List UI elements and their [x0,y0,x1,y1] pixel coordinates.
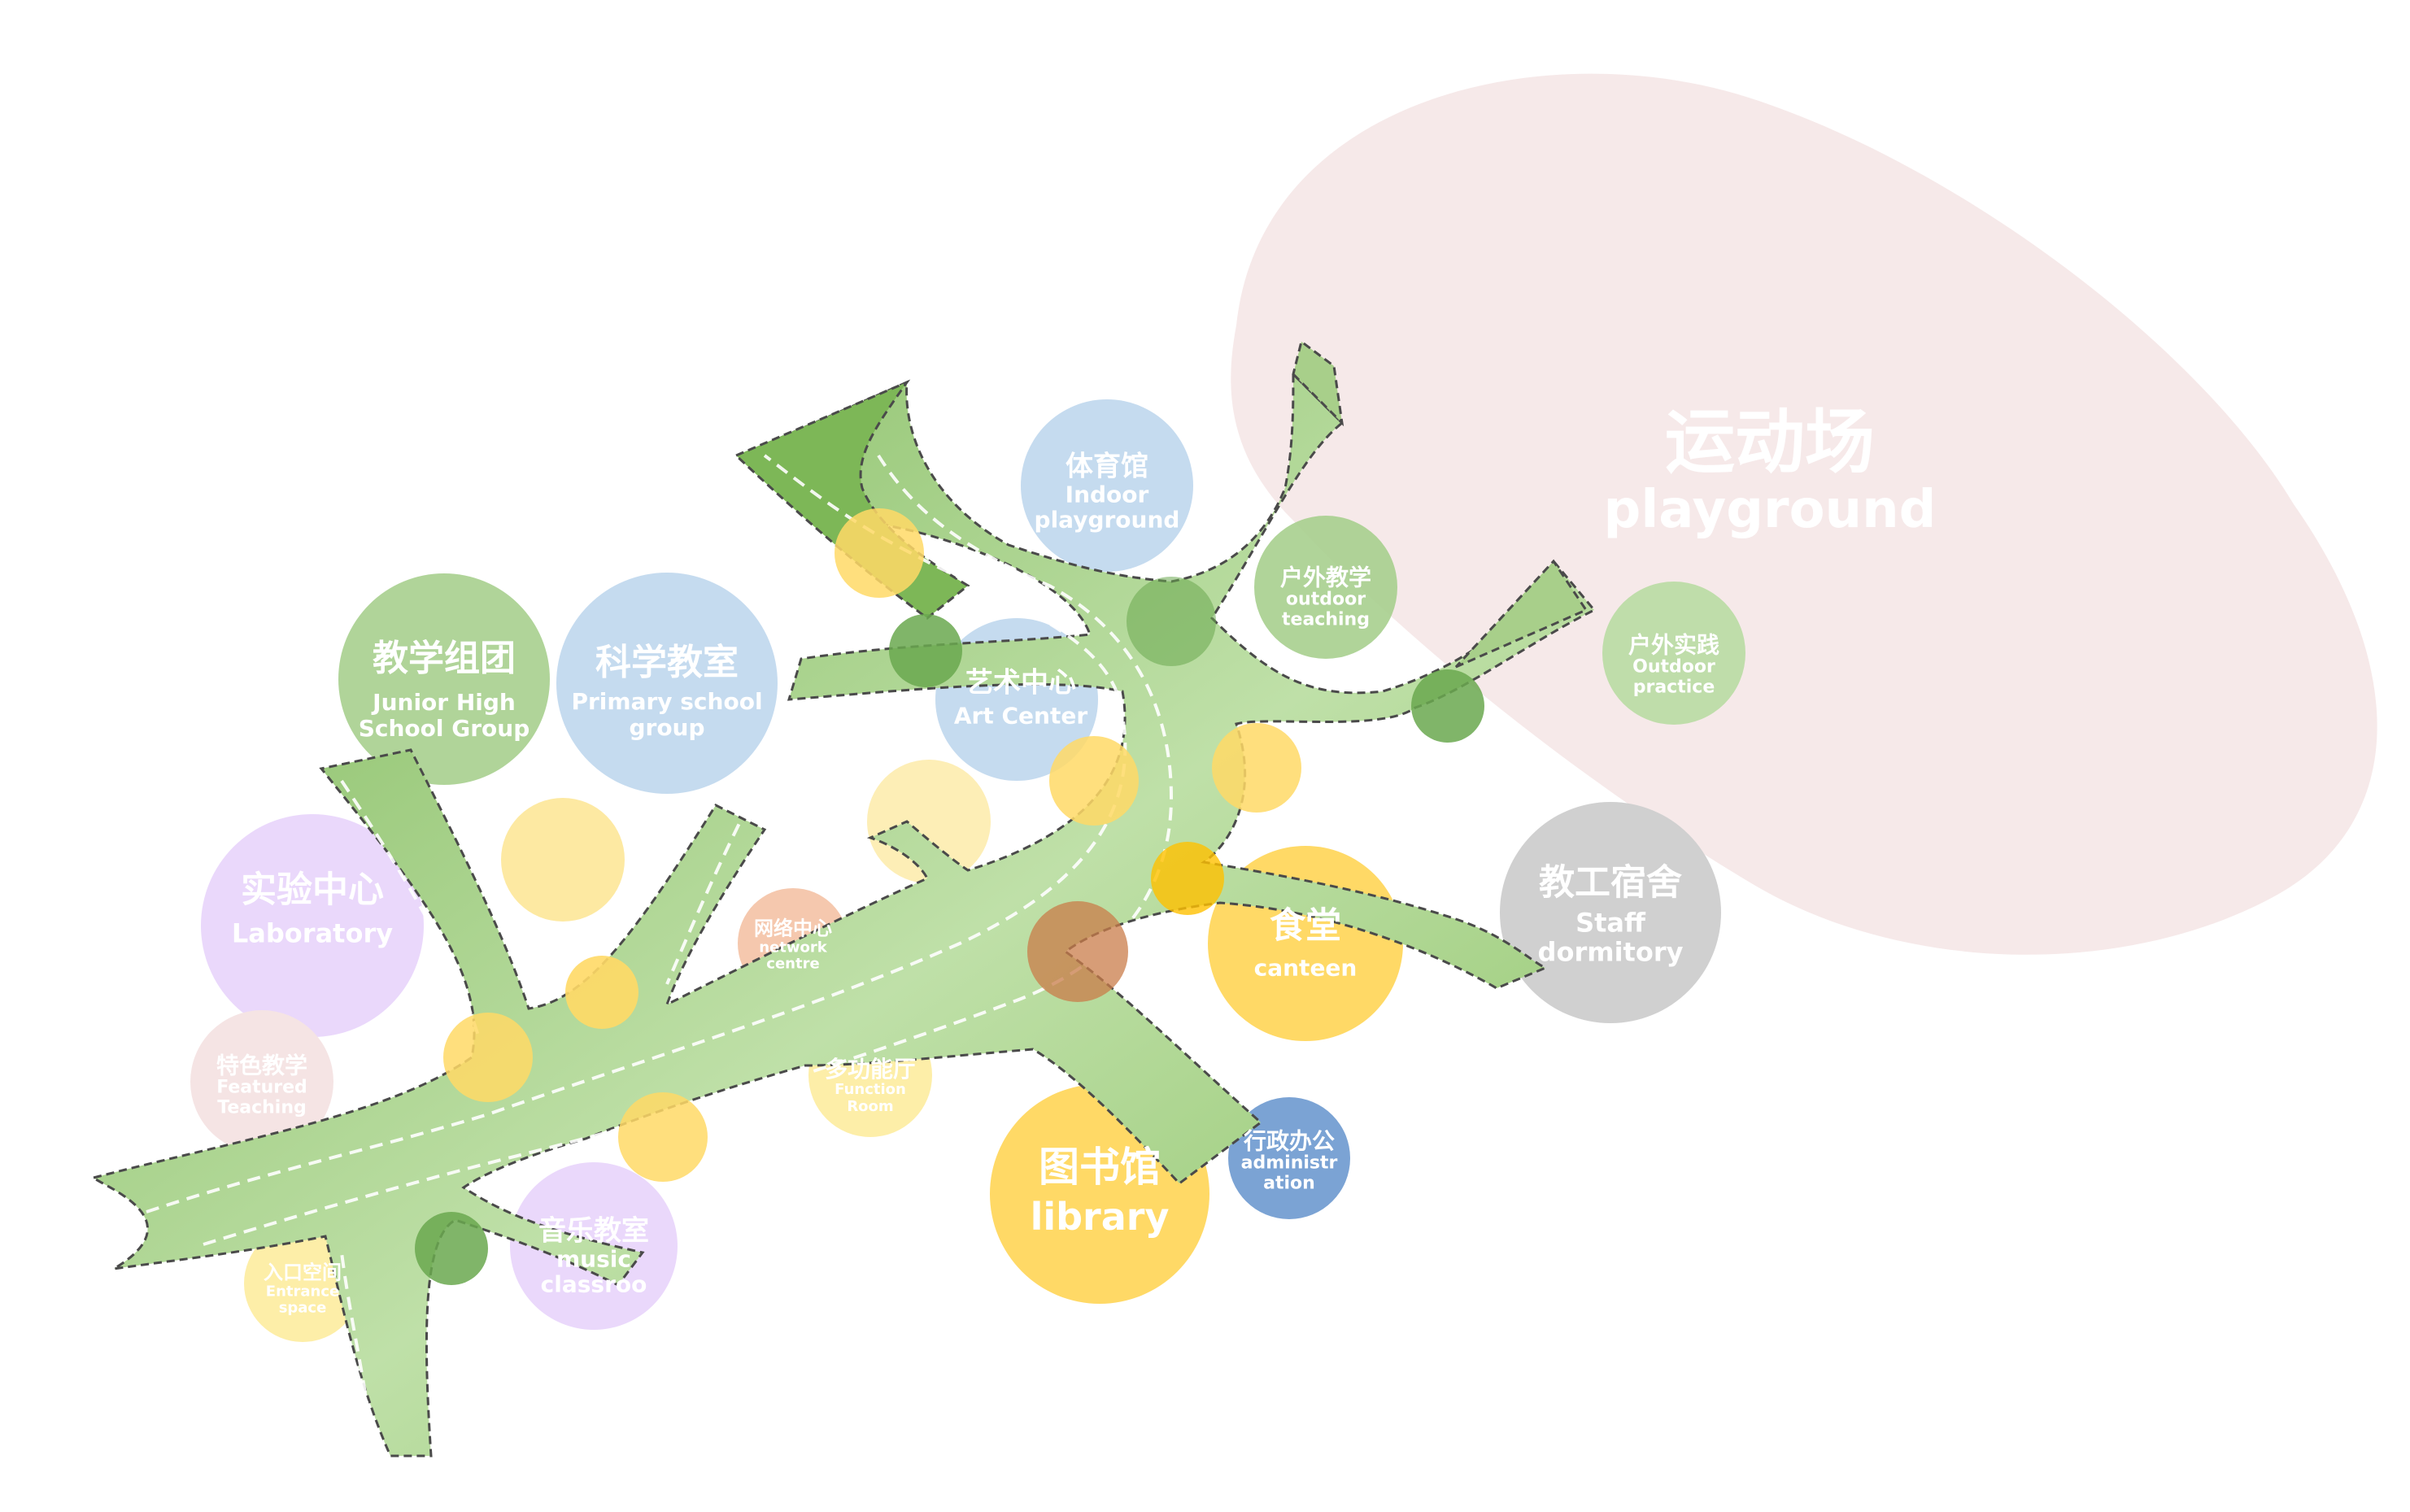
dorm-zh: 教工宿舍 [1539,861,1682,904]
dorm-label: 教工宿舍 Staff dormitory [1537,861,1684,968]
entrance-label: 入口空间 Entrance space [264,1261,342,1316]
network-zh: 网络中心 [754,917,832,940]
art-en: Art Center [953,702,1088,730]
node-yellow-c [1212,723,1301,813]
node-green-c [1411,669,1484,743]
outdoor-practice-en-2: practice [1632,677,1715,698]
bubbles-front [415,508,1484,1285]
science-en-2: group [629,713,705,741]
node-yellow-d [1151,842,1224,915]
science-label: 科学教室 Primary school group [571,643,762,740]
featured-label: 特色教学 Featured Teaching [216,1052,308,1119]
playground-zone [1231,73,2377,955]
featured-en-2: Teaching [217,1097,307,1118]
node-green-b [1127,577,1216,666]
bubble-science [556,573,778,794]
entrance-zh: 入口空间 [264,1261,342,1284]
bubble-admin [1228,1097,1350,1219]
node-yellow-e [565,956,638,1029]
music-label: 音乐教室 music classroo [538,1216,649,1298]
outdoor-teaching-zh: 户外教学 [1279,564,1372,591]
canteen-zh: 食堂 [1269,904,1341,947]
node-yellow-b [1049,736,1139,826]
dorm-en-1: Staff [1575,907,1645,939]
teaching-group-en-1: Junior High [373,689,516,717]
canteen-label: 食堂 canteen [1253,904,1358,982]
gym-en-2: playground [1034,507,1180,534]
playground-label: 运动场 playground [1604,403,1937,540]
bubble-outdoor-practice [1602,582,1745,725]
network-label: 网络中心 network centre [754,917,832,972]
gym-label: 体育馆 Indoor playground [1035,451,1180,534]
node-yellow-a [835,508,924,598]
admin-label: 行政办公 administr ation [1240,1127,1338,1195]
dorm-en-2: dormitory [1537,936,1684,968]
teaching-group-en-2: School Group [358,714,530,742]
admin-zh: 行政办公 [1243,1127,1336,1155]
teaching-group-zh: 教学组团 [373,638,516,680]
bubble-yellow-1 [501,798,625,922]
node-yellow-f [443,1013,533,1102]
library-zh: 图书馆 [1039,1144,1161,1192]
bubble-outdoor-teaching [1254,516,1397,659]
outdoor-practice-en-1: Outdoor [1632,657,1715,678]
function-label: 多功能厅 Function Room [825,1057,916,1115]
bubble-lab [201,814,424,1037]
art-label: 艺术中心 Art Center [953,666,1088,730]
music-en-1: music [556,1245,631,1273]
featured-en-1: Featured [216,1078,307,1099]
outdoor-practice-zh: 户外实践 [1628,631,1720,659]
gym-zh: 体育馆 [1066,450,1148,483]
lab-label: 实验中心 Laboratory [232,869,393,948]
node-green-a [889,614,962,687]
canteen-en: canteen [1253,954,1358,982]
node-green-d [415,1212,488,1285]
admin-en-1: administr [1240,1153,1338,1174]
outdoor-teaching-label: 户外教学 outdoor teaching [1279,564,1372,631]
circulation-spine [90,371,1597,1458]
node-orange-a [1027,901,1128,1002]
library-en: library [1030,1195,1170,1240]
function-en-1: Function [835,1081,906,1099]
music-en-2: classroo [540,1271,647,1299]
library-label: 图书馆 library [1031,1144,1170,1239]
music-zh: 音乐教室 [538,1214,649,1248]
spine-branch-top-right [1292,339,1344,427]
function-zh: 多功能厅 [824,1056,917,1083]
outdoor-teaching-en-2: teaching [1282,609,1370,630]
lab-zh: 实验中心 [240,869,384,911]
function-en-2: Room [847,1097,894,1115]
network-en-1: network [759,939,827,956]
admin-en-2: ation [1263,1173,1315,1194]
art-zh: 艺术中心 [965,666,1076,699]
network-en-2: centre [766,955,820,973]
entrance-en-2: space [278,1299,327,1317]
science-en-1: Primary school [571,688,763,716]
playground-label-en: playground [1603,480,1937,541]
lab-en: Laboratory [231,917,394,949]
featured-zh: 特色教学 [216,1052,308,1079]
bubble-featured [190,1010,333,1153]
teaching-group-label: 教学组团 Junior High School Group [359,638,530,741]
spine-branch-right [1454,559,1589,669]
playground-label-zh: 运动场 [1665,402,1875,484]
gym-en-1: Indoor [1065,481,1149,508]
outdoor-teaching-en-1: outdoor [1285,590,1366,611]
bubble-gym [1021,399,1193,572]
bubble-dorm [1500,802,1721,1023]
entrance-en-1: Entrance [265,1283,340,1301]
outdoor-practice-label: 户外实践 Outdoor practice [1628,631,1720,699]
node-yellow-g [618,1092,708,1182]
bubble-teaching-group [338,573,550,785]
science-zh: 科学教室 [595,642,739,684]
bubble-yellow-2 [867,760,991,883]
